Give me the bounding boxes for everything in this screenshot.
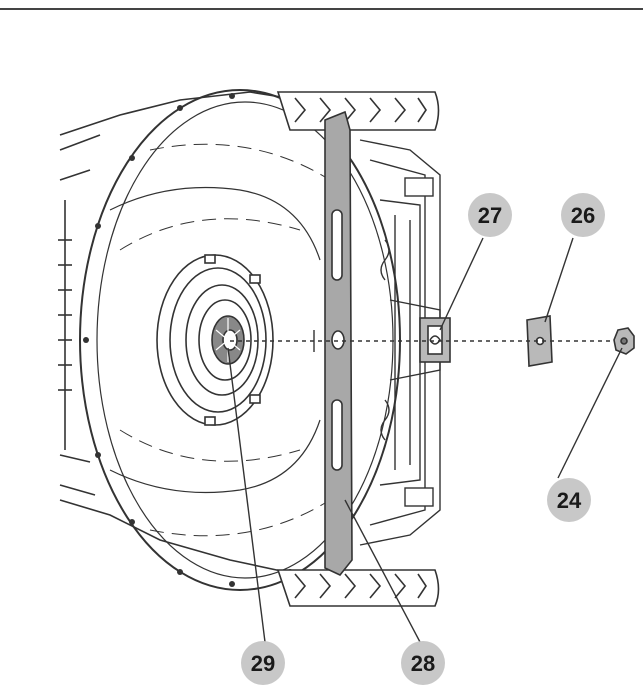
callout-24-label: 24 — [557, 488, 582, 513]
blade — [324, 110, 353, 576]
callout-28: 28 — [401, 641, 445, 685]
callout-28-label: 28 — [411, 651, 435, 676]
nut — [613, 327, 635, 355]
wheel-bottom — [276, 569, 440, 607]
callout-26: 26 — [561, 193, 605, 237]
mower-deck — [58, 89, 401, 591]
wheel-top — [276, 91, 440, 131]
washer — [526, 315, 553, 367]
callout-27-label: 27 — [478, 203, 502, 228]
callout-29: 29 — [241, 641, 285, 685]
callout-29-label: 29 — [251, 651, 275, 676]
leader-lines — [227, 237, 623, 643]
motor-hub — [156, 254, 274, 426]
callout-27: 27 — [468, 193, 512, 237]
callout-26-label: 26 — [571, 203, 595, 228]
callout-24: 24 — [547, 478, 591, 522]
blade-holder — [419, 317, 451, 363]
